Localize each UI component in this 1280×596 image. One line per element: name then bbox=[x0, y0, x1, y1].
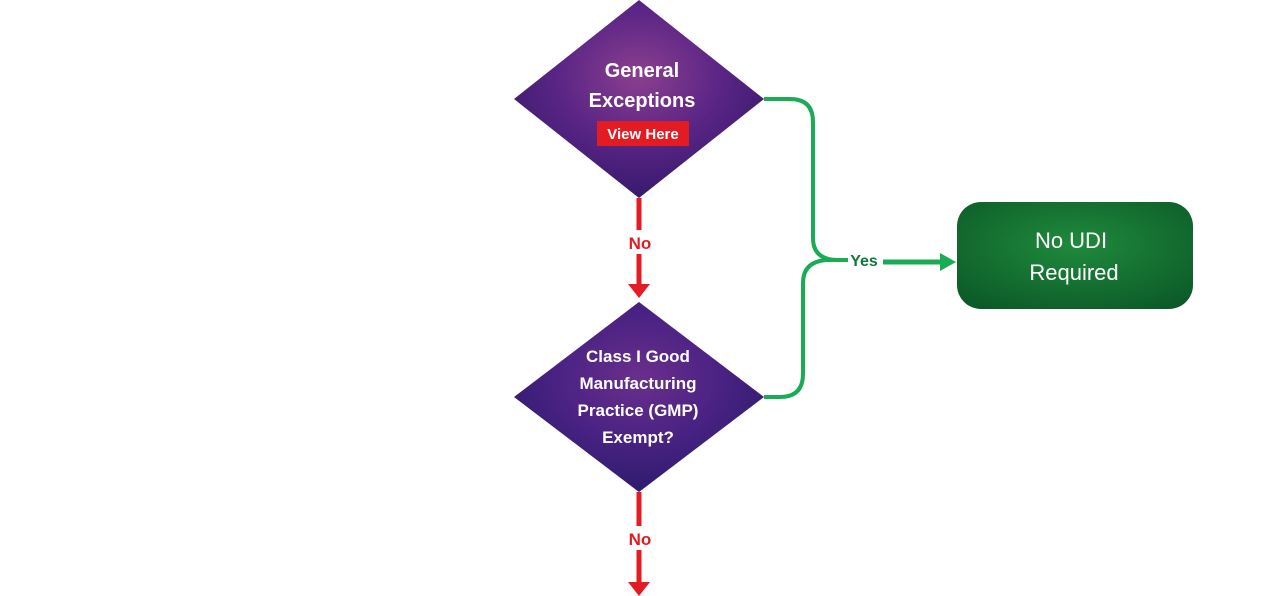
no-udi-required-result: No UDI Required bbox=[957, 202, 1193, 309]
class-one-gmp-decision: Class I Good Manufacturing Practice (GMP… bbox=[514, 302, 764, 492]
class-one-gmp-line1: Class I Good bbox=[586, 347, 690, 366]
class-one-gmp-line2: Manufacturing bbox=[579, 374, 696, 393]
result-line2: Required bbox=[1029, 260, 1118, 285]
general-exceptions-line1: General bbox=[605, 60, 679, 82]
no-arrow-2: No bbox=[628, 492, 651, 596]
no-arrow-2-head bbox=[628, 582, 650, 596]
view-here-button[interactable]: View Here bbox=[597, 121, 689, 146]
yes-arrow-head bbox=[940, 253, 956, 271]
class-one-gmp-line3: Practice (GMP) bbox=[578, 401, 699, 420]
general-exceptions-diamond bbox=[514, 0, 764, 198]
no-label-1: No bbox=[629, 234, 652, 253]
yes-label: Yes bbox=[850, 253, 878, 270]
class-one-gmp-line4: Exempt? bbox=[602, 428, 674, 447]
yes-connector: Yes bbox=[764, 97, 956, 399]
yes-connector-bottom bbox=[764, 258, 848, 399]
view-here-button-label[interactable]: View Here bbox=[607, 126, 678, 143]
general-exceptions-line2: Exceptions bbox=[589, 90, 696, 112]
no-arrow-1: No bbox=[628, 198, 651, 298]
result-box bbox=[957, 202, 1193, 309]
no-arrow-1-head bbox=[628, 284, 650, 298]
class-one-gmp-diamond bbox=[514, 302, 764, 492]
yes-connector-top bbox=[764, 97, 848, 262]
result-line1: No UDI bbox=[1035, 228, 1107, 253]
no-label-2: No bbox=[629, 530, 652, 549]
general-exceptions-decision: General Exceptions View Here bbox=[514, 0, 764, 198]
view-here-button-bg[interactable] bbox=[597, 121, 689, 146]
